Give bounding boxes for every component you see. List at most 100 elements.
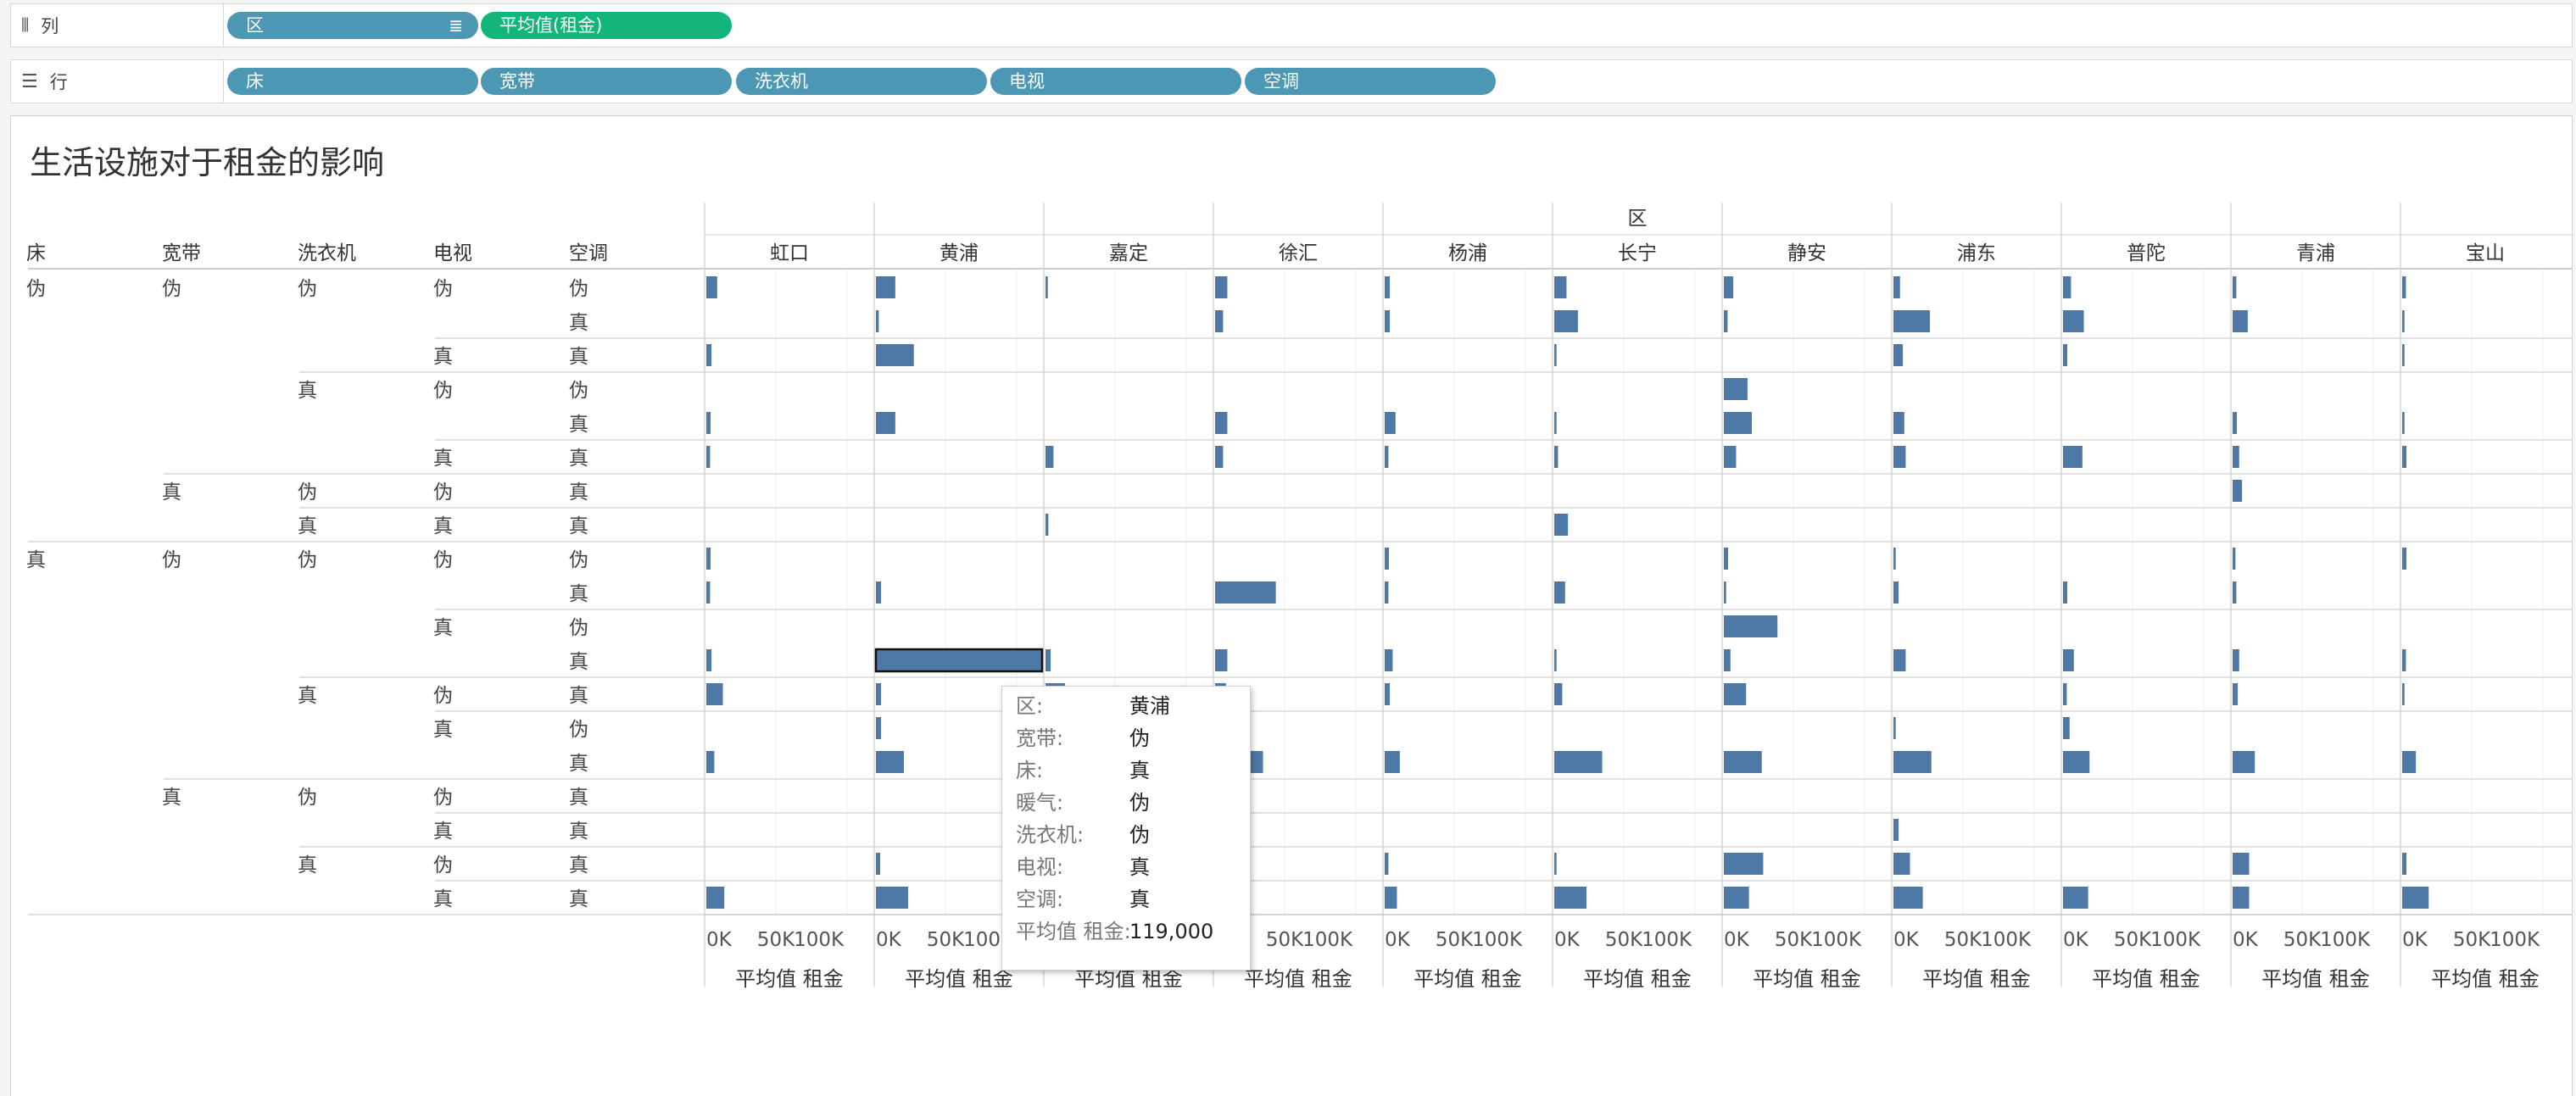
bar[interactable] [1554,446,1558,468]
bar[interactable] [2233,480,2243,502]
bar[interactable] [1554,649,1557,671]
bar[interactable] [706,751,715,773]
bar[interactable] [1893,853,1910,875]
bar[interactable] [2063,581,2068,604]
bar[interactable] [876,887,909,909]
bar[interactable] [876,581,882,604]
bar[interactable] [2402,310,2405,332]
bar[interactable] [2063,683,2067,705]
bar[interactable] [2233,683,2239,705]
bar[interactable] [2063,649,2074,671]
bar[interactable] [2402,276,2406,298]
bar[interactable] [706,548,711,570]
bar[interactable] [1215,446,1224,468]
bar[interactable] [1385,887,1397,909]
pill-broadband[interactable]: 宽带 [481,68,732,95]
bar[interactable] [1893,887,1923,909]
bar[interactable] [1724,581,1726,604]
bar[interactable] [2402,344,2405,366]
bar[interactable] [876,344,914,366]
bar[interactable] [876,276,895,298]
bar[interactable] [1893,581,1899,604]
bar[interactable] [1893,310,1931,332]
sort-descending-icon[interactable]: ≣ [449,15,463,36]
bar[interactable] [706,344,712,366]
bar[interactable] [706,683,723,705]
bar[interactable] [1893,649,1906,671]
bar[interactable] [2233,446,2239,468]
bar[interactable] [1554,581,1565,604]
bar[interactable] [876,717,882,739]
bar[interactable] [1554,344,1557,366]
columns-shelf[interactable]: ⫴ 列 区 ≣ 平均值(租金) [10,3,2573,47]
pill-avg-rent[interactable]: 平均值(租金) [481,12,732,39]
bar[interactable] [2402,412,2405,434]
bar[interactable] [2233,649,2239,671]
bar[interactable] [2402,548,2407,570]
bar[interactable] [2233,310,2248,332]
bar[interactable] [1724,649,1731,671]
bar[interactable] [1385,548,1390,570]
bar[interactable] [1724,412,1752,434]
bar-chart[interactable]: 生活设施对于租金的影响区床宽带洗衣机电视空调虹口黄浦嘉定徐汇杨浦长宁静安浦东普陀… [11,116,2572,1096]
bar[interactable] [1045,446,1054,468]
bar[interactable] [1215,649,1228,671]
bar[interactable] [1554,887,1587,909]
bar[interactable] [706,446,711,468]
bar[interactable] [2063,310,2084,332]
bar[interactable] [1724,276,1734,298]
bar[interactable] [2402,683,2405,705]
bar[interactable] [2063,887,2088,909]
bar[interactable] [2063,751,2090,773]
bar[interactable] [1724,853,1764,875]
bar[interactable] [2063,446,2083,468]
bar[interactable] [876,683,882,705]
bar[interactable] [2402,446,2407,468]
bar[interactable] [1385,649,1393,671]
bar[interactable] [1215,412,1228,434]
bar[interactable] [874,648,1044,673]
bar[interactable] [2233,276,2237,298]
bar[interactable] [1554,276,1567,298]
bar[interactable] [1893,548,1896,570]
bar[interactable] [2402,751,2417,773]
bar[interactable] [1893,446,1906,468]
bar[interactable] [1554,514,1569,536]
bar[interactable] [1554,310,1578,332]
bar[interactable] [2233,412,2238,434]
rows-shelf[interactable]: ☰ 行 床 宽带 洗衣机 电视 空调 [10,59,2573,103]
bar[interactable] [1724,615,1778,637]
bar[interactable] [1724,751,1762,773]
bar[interactable] [1893,717,1896,739]
bar[interactable] [1724,378,1748,400]
bar[interactable] [1724,887,1749,909]
bar[interactable] [1893,276,1900,298]
bar[interactable] [1385,412,1396,434]
bar[interactable] [2402,853,2407,875]
viz-pane[interactable]: 生活设施对于租金的影响区床宽带洗衣机电视空调虹口黄浦嘉定徐汇杨浦长宁静安浦东普陀… [10,115,2573,1096]
bar[interactable] [1554,853,1557,875]
pill-tv[interactable]: 电视 [990,68,1241,95]
bar[interactable] [2063,276,2071,298]
bar[interactable] [876,853,881,875]
bar[interactable] [1385,310,1391,332]
bar[interactable] [2233,548,2236,570]
bar[interactable] [1724,683,1747,705]
bar[interactable] [2233,581,2237,604]
bar[interactable] [2233,751,2255,773]
pill-bed[interactable]: 床 [227,68,478,95]
bar[interactable] [2063,717,2070,739]
bar[interactable] [1385,276,1391,298]
bar[interactable] [2402,887,2429,909]
bar[interactable] [1893,819,1899,841]
bar[interactable] [1554,751,1603,773]
bar[interactable] [706,649,712,671]
pill-ac[interactable]: 空调 [1245,68,1496,95]
bar[interactable] [1045,514,1049,536]
bar[interactable] [1724,548,1729,570]
bar[interactable] [1724,446,1737,468]
bar[interactable] [2063,344,2068,366]
bar[interactable] [706,276,717,298]
bar[interactable] [876,310,879,332]
bar[interactable] [2402,649,2406,671]
